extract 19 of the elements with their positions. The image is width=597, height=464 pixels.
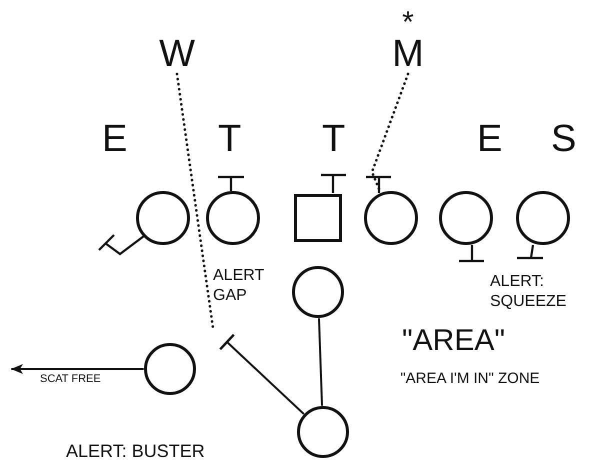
player-letter: S [551,120,576,158]
note-text: ALERT GAP [213,266,265,306]
player-letter: T [322,120,346,158]
player-square [294,194,342,242]
player-letter: T [218,120,242,158]
note-text: "AREA I'M IN" ZONE [400,369,540,389]
star-mark: * [402,8,414,38]
dotted-line [176,72,214,330]
player-letter: W [159,35,195,73]
player-letter: E [477,120,502,158]
note-text: ALERT: BUSTER [66,442,205,460]
arrow [11,364,144,374]
line [318,318,323,406]
note-text: ALERT: SQUEEZE [490,272,568,312]
player-letter: M [392,35,424,73]
player-letter: E [102,120,128,158]
edge-label: SCAT FREE [40,374,101,385]
note-text: "AREA" [402,326,505,356]
block-route [218,333,304,414]
